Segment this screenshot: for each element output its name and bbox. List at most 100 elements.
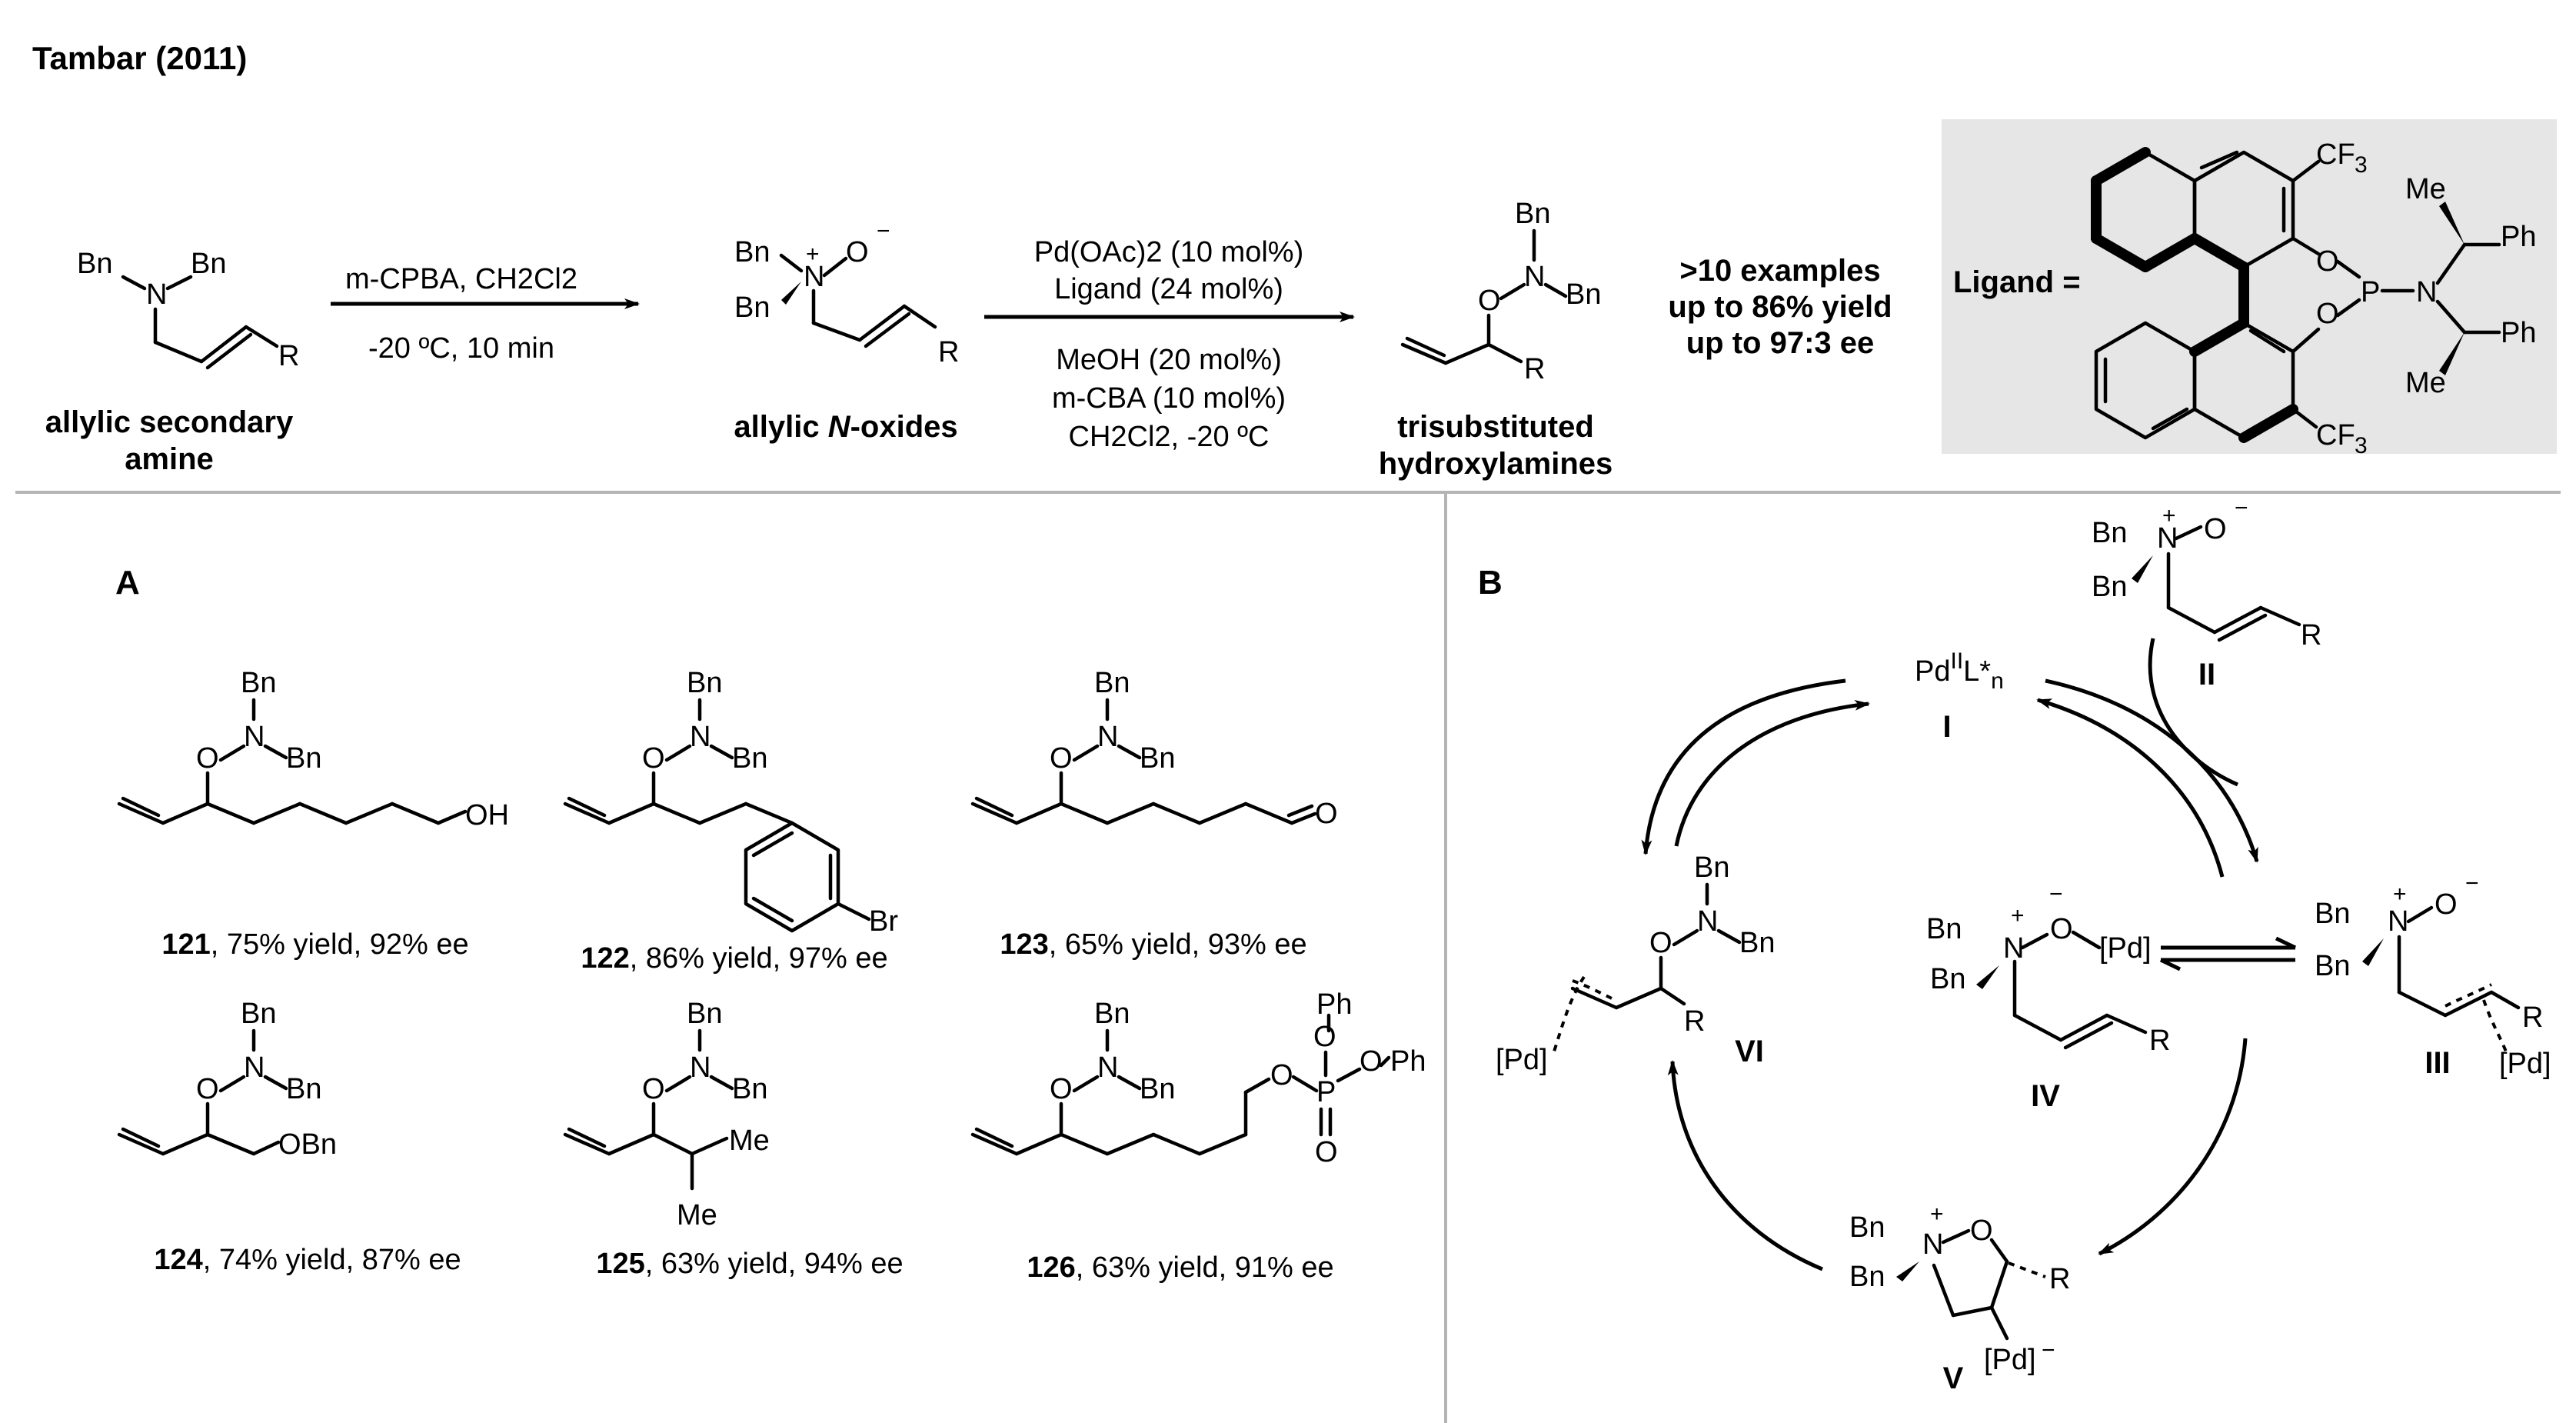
- svg-text:−: −: [2235, 495, 2248, 521]
- additive1-label: MeOH (20 mol%): [1056, 344, 1282, 376]
- svg-text:R: R: [938, 336, 959, 368]
- compound-126-caption: 126, 63% yield, 91% ee: [1027, 1251, 1333, 1284]
- arrow-VI-to-I: [1674, 699, 1870, 847]
- svg-text:N: N: [1524, 261, 1545, 293]
- svg-text:R: R: [1684, 1005, 1705, 1038]
- svg-text:Bn: Bn: [1140, 742, 1175, 775]
- svg-text:Bn: Bn: [1930, 963, 1965, 995]
- scope-line-1: >10 examples: [1679, 254, 1880, 288]
- svg-text:[Pd]: [Pd]: [1984, 1344, 2036, 1376]
- svg-text:Me: Me: [729, 1125, 770, 1157]
- arrow-I-to-III: [2045, 678, 2259, 863]
- svg-text:CF: CF: [2316, 419, 2355, 452]
- svg-text:N: N: [2388, 905, 2408, 938]
- svg-text:O: O: [2435, 888, 2458, 921]
- ligand-label: Ligand =: [1953, 265, 2081, 299]
- scope-line-2: up to 86% yield: [1668, 290, 1892, 324]
- amine-label-2: amine: [125, 442, 214, 476]
- compound-121-structure: Bn N Bn O OH: [117, 667, 509, 831]
- svg-text:N: N: [244, 721, 265, 753]
- svg-text:[Pd]: [Pd]: [1496, 1044, 1548, 1076]
- svg-text:N: N: [146, 278, 167, 311]
- svg-text:Bn: Bn: [1094, 667, 1130, 699]
- svg-text:Br: Br: [869, 905, 898, 938]
- svg-text:O: O: [642, 1073, 665, 1105]
- svg-text:+: +: [1930, 1201, 1944, 1227]
- svg-text:O: O: [1360, 1045, 1383, 1078]
- catalyst-label: Pd(OAc)2 (10 mol%): [1034, 236, 1304, 268]
- svg-text:3: 3: [2355, 152, 2368, 178]
- species-V-structure: Bn + N O R [Pd] − Bn: [1849, 1201, 2070, 1376]
- svg-text:Bn: Bn: [2092, 517, 2127, 549]
- svg-text:R: R: [2049, 1263, 2070, 1295]
- species-II-label: II: [2198, 658, 2215, 692]
- svg-text:Bn: Bn: [2315, 898, 2350, 930]
- species-II-structure: Bn + N O − Bn R: [2092, 495, 2321, 652]
- svg-text:[Pd]: [Pd]: [2499, 1048, 2551, 1080]
- svg-text:P: P: [1316, 1076, 1336, 1108]
- svg-text:O: O: [196, 1073, 219, 1105]
- compound-123-structure: Bn N Bn O O: [970, 667, 1338, 830]
- svg-text:Bn: Bn: [1739, 927, 1775, 959]
- svg-text:N: N: [690, 721, 711, 753]
- svg-text:O: O: [1050, 1073, 1073, 1105]
- svg-text:Bn: Bn: [1515, 198, 1550, 230]
- svg-text:Bn: Bn: [732, 742, 767, 775]
- svg-text:Bn: Bn: [2092, 571, 2127, 603]
- compound-122-caption: 122, 86% yield, 97% ee: [581, 942, 887, 975]
- svg-text:[Pd]: [Pd]: [2099, 932, 2152, 965]
- svg-text:Me: Me: [677, 1199, 717, 1231]
- svg-text:N: N: [1697, 905, 1718, 938]
- svg-text:Bn: Bn: [241, 998, 276, 1030]
- compound-125-caption: 125, 63% yield, 94% ee: [596, 1248, 903, 1280]
- svg-text:Ph: Ph: [1390, 1045, 1426, 1078]
- allylic-amine-structure: Bn Bn N R: [77, 248, 299, 372]
- svg-text:+: +: [2393, 881, 2407, 907]
- panel-a-label: A: [115, 564, 140, 602]
- scope-line-3: up to 97:3 ee: [1686, 326, 1875, 360]
- svg-text:Me: Me: [2405, 173, 2446, 205]
- product-label-2: hydroxylamines: [1379, 447, 1613, 481]
- svg-text:3: 3: [2355, 433, 2368, 458]
- svg-text:R: R: [2301, 619, 2321, 652]
- svg-text:Bn: Bn: [286, 1073, 321, 1105]
- svg-text:O: O: [846, 236, 869, 268]
- svg-text:Ph: Ph: [1316, 988, 1352, 1021]
- n-oxide-structure: Bn N + O − Bn R: [734, 218, 959, 368]
- svg-text:Bn: Bn: [1849, 1261, 1885, 1293]
- svg-text:OH: OH: [465, 799, 509, 831]
- svg-text:+: +: [806, 242, 820, 267]
- compound-126-structure: Bn N Bn O O P O Ph O Ph O: [970, 988, 1426, 1168]
- svg-text:Bn: Bn: [687, 667, 722, 699]
- arrow-V-to-VI: [1667, 1060, 1823, 1271]
- arrow-II-in: [2148, 638, 2238, 787]
- svg-text:−: −: [2049, 881, 2063, 907]
- species-III-label: III: [2425, 1046, 2450, 1080]
- species-V-label: V: [1943, 1361, 1964, 1395]
- species-III-structure: Bn + N O − Bn R [Pd]: [2315, 871, 2551, 1080]
- svg-text:+: +: [2162, 503, 2176, 528]
- svg-text:N: N: [1922, 1228, 1943, 1261]
- additive2-label: m-CBA (10 mol%): [1052, 382, 1286, 415]
- svg-text:O: O: [2316, 298, 2339, 330]
- svg-text:O: O: [642, 742, 665, 775]
- catalyst-I-formula: PdIIL*n: [1915, 648, 2004, 694]
- svg-text:Ph: Ph: [2501, 317, 2536, 349]
- svg-text:CF: CF: [2316, 138, 2355, 171]
- svg-text:Me: Me: [2405, 367, 2446, 399]
- hydroxylamine-structure: Bn N Bn O R: [1400, 198, 1601, 385]
- svg-text:−: −: [2465, 871, 2479, 896]
- oxidation-conditions: -20 ºC, 10 min: [368, 332, 554, 365]
- compound-122-structure: Bn N Bn O Br: [563, 667, 898, 938]
- svg-text:Bn: Bn: [241, 667, 276, 699]
- svg-text:Bn: Bn: [191, 248, 226, 280]
- svg-text:Bn: Bn: [1849, 1211, 1885, 1244]
- amine-label-1: allylic secondary: [45, 405, 294, 439]
- panel-b-label: B: [1478, 564, 1503, 602]
- svg-text:N: N: [2416, 276, 2437, 308]
- arrow-III-to-I: [2036, 698, 2225, 878]
- svg-text:Bn: Bn: [687, 998, 722, 1030]
- compound-125-structure: Bn N Bn O Me Me: [563, 998, 770, 1231]
- svg-text:OBn: OBn: [278, 1128, 337, 1161]
